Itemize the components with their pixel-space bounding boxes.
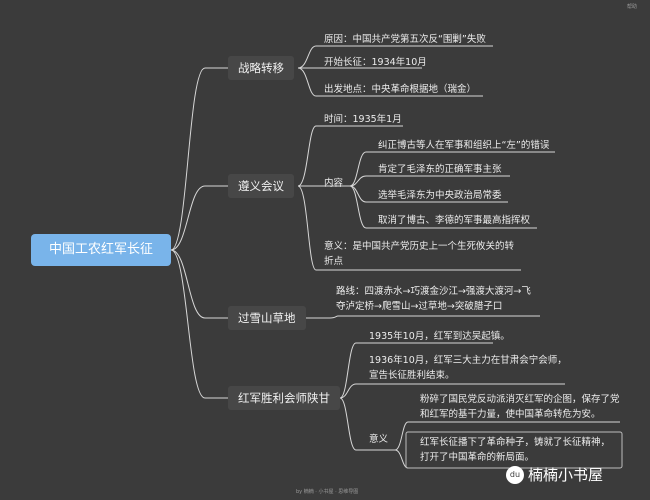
footer-hint: by 楠楠 · 小书屋 · 思维导图 xyxy=(296,489,359,495)
leaf-route[interactable]: 路线：四渡赤水→巧渡金沙江→强渡大渡河→飞夺泸定桥→爬雪山→过草地→突破腊子口 xyxy=(336,286,531,312)
baidu-paw-icon: du xyxy=(506,466,524,484)
root-topic[interactable]: 中国工农红军长征 xyxy=(31,234,171,266)
leaf-content-1[interactable]: 纠正博古等人在军事和组织上“左”的错误 xyxy=(378,140,550,151)
leaf-content-2[interactable]: 肯定了毛泽东的正确军事主张 xyxy=(378,164,502,175)
leaf-arrive-wuqi[interactable]: 1935年10月，红军到达吴起镇。 xyxy=(369,331,510,342)
leaf-meeting-time[interactable]: 时间：1935年1月 xyxy=(324,114,402,125)
topic-snow-mountains-grasslands[interactable]: 过雪山草地 xyxy=(228,306,306,330)
leaf-start-place[interactable]: 出发地点：中央革命根据地（瑞金） xyxy=(324,84,477,95)
leaf-significance-1[interactable]: 粉碎了国民党反动派消灭红军的企图，保存了党和红军的基干力量，使中国革命转危为安。 xyxy=(420,394,620,420)
topic-strategic-transfer[interactable]: 战略转移 xyxy=(228,56,294,80)
leaf-significance-2[interactable]: 红军长征播下了革命种子，铸就了长征精神，打开了中国革命的新局面。 xyxy=(420,437,611,463)
leaf-meeting-significance[interactable]: 意义：是中国共产党历史上一个生死攸关的转折点 xyxy=(324,241,515,267)
leaf-reason[interactable]: 原因：中国共产党第五次反“围剿”失败 xyxy=(324,34,486,45)
leaf-content-3[interactable]: 选举毛泽东为中央政治局常委 xyxy=(378,190,502,201)
leaf-content-label[interactable]: 内容 xyxy=(324,178,344,189)
leaf-huining-reunion[interactable]: 1936年10月，红军三大主力在甘肃会宁会师，宣告长征胜利结束。 xyxy=(369,355,567,381)
watermark-text: 楠楠小书屋 xyxy=(528,466,604,484)
topic-zunyi-meeting[interactable]: 遵义会议 xyxy=(228,174,294,198)
topic-victory-reunion[interactable]: 红军胜利会师陕甘 xyxy=(228,386,340,410)
leaf-start-date[interactable]: 开始长征：1934年10月 xyxy=(324,57,427,68)
help-hint[interactable]: 帮助 xyxy=(627,4,638,10)
leaf-significance-label[interactable]: 意义 xyxy=(369,434,389,445)
leaf-content-4[interactable]: 取消了博古、李德的军事最高指挥权 xyxy=(378,215,531,226)
